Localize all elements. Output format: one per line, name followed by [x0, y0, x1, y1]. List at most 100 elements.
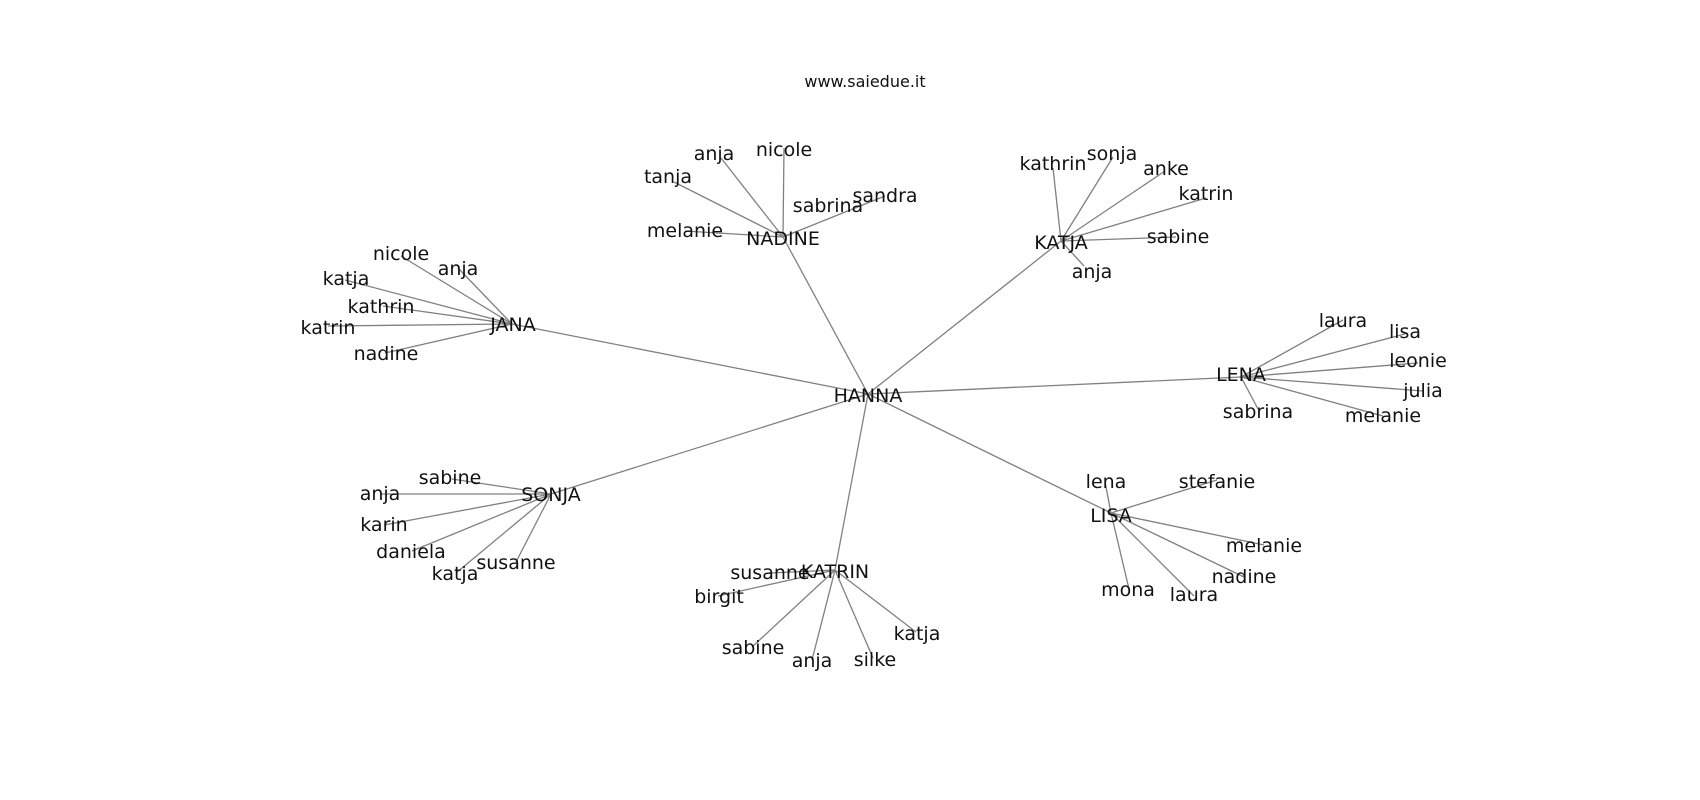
- edge-katja-kathrin: [1052, 167, 1062, 242]
- node-leaf-sonja-katja: katja: [432, 563, 479, 585]
- node-hub-sonja: SONJA: [521, 484, 581, 506]
- edge-katja-anke: [1060, 170, 1166, 242]
- node-leaf-lisa-melanie: melanie: [1226, 535, 1302, 557]
- node-leaf-jana-katrin: katrin: [301, 317, 356, 339]
- node-leaf-jana-anja: anja: [438, 258, 479, 280]
- edge-lena-sabrina: [1240, 376, 1259, 410]
- node-leaf-lisa-nadine: nadine: [1212, 566, 1277, 588]
- node-leaf-katrin-susanne: susanne: [730, 562, 809, 584]
- edge-jana-nicole: [400, 255, 513, 325]
- node-leaf-sonja-sabine: sabine: [419, 467, 482, 489]
- node-leaf-katja-sabine: sabine: [1147, 226, 1210, 248]
- node-leaf-katja-anja: anja: [1072, 261, 1113, 283]
- edge-jana-katrin: [327, 323, 513, 327]
- graph-title: www.saiedue.it: [804, 72, 925, 91]
- node-leaf-lena-melanie: melanie: [1345, 405, 1421, 427]
- edge-lena-melanie: [1240, 376, 1384, 417]
- node-leaf-lena-julia: julia: [1402, 380, 1443, 402]
- edge-nadine-anja: [720, 157, 784, 238]
- edge-katrin-birgit: [717, 569, 836, 597]
- node-leaf-jana-nicole: nicole: [373, 243, 429, 265]
- edge-lisa-lena: [1104, 481, 1112, 514]
- node-leaf-jana-nadine: nadine: [354, 343, 419, 365]
- node-leaf-nadine-nicole: nicole: [756, 139, 812, 161]
- node-hub-katrin: KATRIN: [801, 561, 869, 583]
- edge-katja-sabine: [1060, 236, 1177, 242]
- node-leaf-katrin-sabine: sabine: [722, 637, 785, 659]
- edge-sonja-daniela: [411, 493, 552, 552]
- edge-katrin-sabine: [751, 569, 836, 648]
- edge-lena-lisa: [1240, 333, 1406, 378]
- edges-layer: [327, 147, 1424, 661]
- node-leaf-nadine-anja: anja: [694, 143, 735, 165]
- node-leaf-lena-leonie: leonie: [1389, 350, 1447, 372]
- edge-nadine-sandra: [782, 195, 886, 238]
- edge-lisa-mona: [1110, 512, 1130, 590]
- edge-sonja-karin: [383, 493, 552, 526]
- edge-lena-julia: [1240, 376, 1424, 392]
- edge-lisa-melanie: [1110, 512, 1265, 546]
- node-leaf-katja-sonja: sonja: [1087, 143, 1138, 165]
- edge-jana-nadine: [384, 323, 513, 354]
- edge-katja-anja: [1060, 240, 1085, 267]
- edge-hanna-jana: [511, 323, 869, 395]
- node-leaf-lisa-lena: lena: [1086, 471, 1127, 493]
- edge-katja-sonja: [1060, 156, 1114, 242]
- edge-lena-leonie: [1240, 362, 1419, 378]
- edge-lisa-nadine: [1110, 512, 1245, 578]
- edge-hanna-nadine: [782, 236, 869, 395]
- node-leaf-jana-katja: katja: [323, 268, 370, 290]
- node-leaf-katja-anke: anke: [1143, 158, 1189, 180]
- edge-jana-katja: [344, 279, 513, 325]
- node-leaf-sonja-anja: anja: [360, 483, 401, 505]
- edge-sonja-katja: [455, 493, 552, 574]
- node-leaf-katrin-birgit: birgit: [694, 586, 744, 608]
- edge-sonja-susanne: [515, 493, 552, 563]
- edge-sonja-sabine: [451, 478, 552, 495]
- edge-hanna-sonja: [550, 393, 869, 495]
- edge-katja-katrin: [1060, 197, 1207, 242]
- node-leaf-katrin-silke: silke: [854, 649, 896, 671]
- node-hub-katja: KATJA: [1034, 232, 1088, 254]
- node-leaf-lena-laura: laura: [1319, 310, 1367, 332]
- edge-lisa-stefanie: [1110, 479, 1218, 514]
- node-leaf-jana-kathrin: kathrin: [348, 296, 415, 318]
- edge-lisa-laura: [1110, 512, 1195, 597]
- node-leaf-katja-katrin: katrin: [1179, 183, 1234, 205]
- node-leaf-lisa-mona: mona: [1101, 579, 1155, 601]
- node-leaf-nadine-sabrina: sabrina: [793, 195, 863, 217]
- node-leaf-katja-kathrin: kathrin: [1020, 153, 1087, 175]
- node-leaf-nadine-tanja: tanja: [644, 166, 692, 188]
- edge-katrin-susanne: [769, 569, 836, 574]
- node-leaf-katrin-katja: katja: [894, 623, 941, 645]
- node-hub-jana: JANA: [489, 314, 535, 336]
- edge-nadine-nicole: [782, 147, 785, 238]
- edge-katrin-silke: [834, 569, 874, 659]
- node-hub-nadine: NADINE: [746, 228, 820, 250]
- edge-nadine-melanie: [684, 230, 784, 238]
- edge-katrin-anja: [811, 569, 836, 661]
- node-hub-lena: LENA: [1216, 364, 1266, 386]
- edge-jana-kathrin: [382, 305, 513, 325]
- node-leaf-katrin-anja: anja: [792, 650, 833, 672]
- node-leaf-sonja-karin: karin: [360, 514, 407, 536]
- edge-katrin-katja: [834, 569, 917, 633]
- edge-nadine-tanja: [673, 181, 784, 238]
- node-leaf-lisa-laura: laura: [1170, 584, 1218, 606]
- node-root-hanna: HANNA: [834, 385, 903, 407]
- node-leaf-sonja-daniela: daniela: [376, 541, 446, 563]
- edge-hanna-lisa: [867, 393, 1112, 514]
- node-leaf-nadine-sandra: sandra: [852, 185, 917, 207]
- edge-lena-laura: [1240, 319, 1344, 378]
- edge-hanna-lena: [867, 376, 1242, 395]
- node-leaf-lisa-stefanie: stefanie: [1179, 471, 1255, 493]
- edge-hanna-katja: [867, 240, 1062, 395]
- edge-jana-anja: [457, 267, 513, 325]
- edge-hanna-katrin: [834, 393, 869, 571]
- node-leaf-lena-sabrina: sabrina: [1223, 401, 1293, 423]
- node-leaf-nadine-melanie: melanie: [647, 220, 723, 242]
- node-leaf-sonja-susanne: susanne: [476, 552, 555, 574]
- node-leaf-lena-lisa: lisa: [1389, 321, 1421, 343]
